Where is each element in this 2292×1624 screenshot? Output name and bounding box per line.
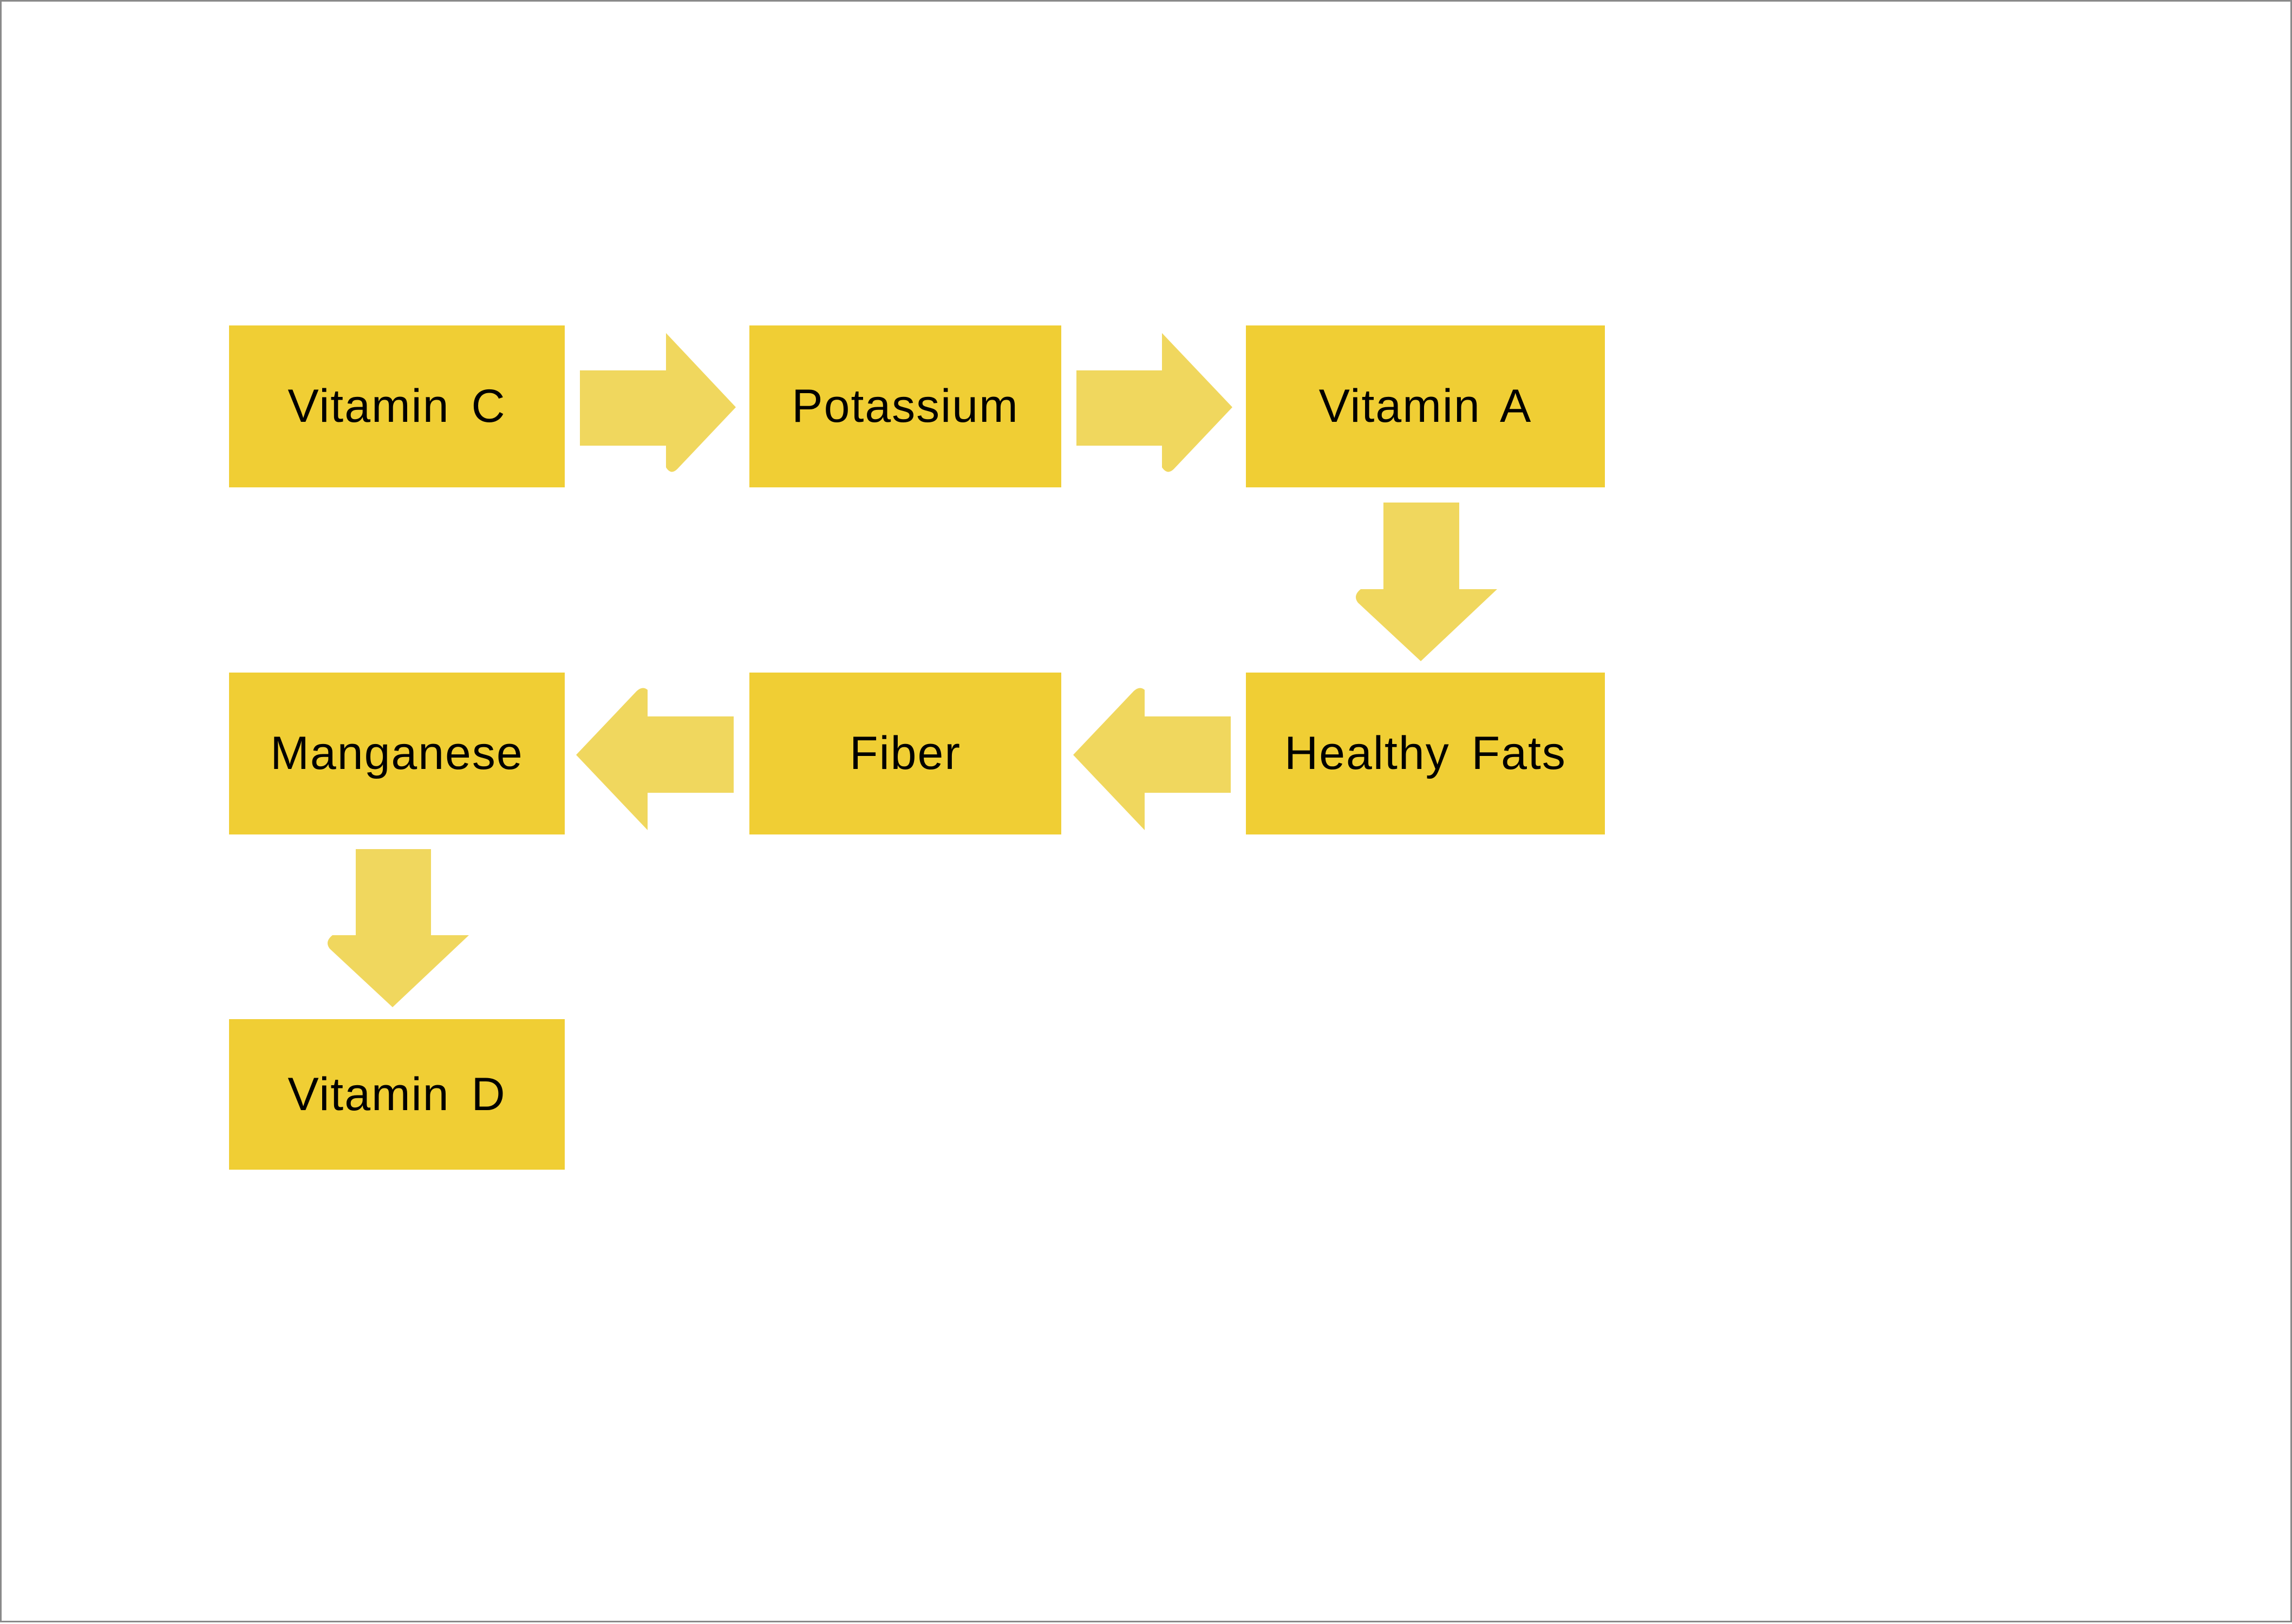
node-manganese: Manganese [229,673,565,834]
node-potassium: Potassium [749,325,1061,487]
node-label: Vitamin D [288,1068,506,1120]
node-healthy-fats: Healthy Fats [1246,673,1605,834]
arrow-left-1 [1073,688,1231,830]
node-vitamin-a: Vitamin A [1246,325,1605,487]
node-vitamin-c: Vitamin C [229,325,565,487]
node-label: Healthy Fats [1284,727,1566,779]
node-fiber: Fiber [749,673,1061,834]
arrow-down-1 [1356,503,1497,661]
node-vitamin-d: Vitamin D [229,1019,565,1170]
arrow-right-1 [580,333,736,472]
node-label: Potassium [792,380,1019,432]
arrow-down-2 [328,849,469,1007]
arrow-right-2 [1076,333,1232,472]
node-label: Fiber [850,727,961,779]
node-label: Vitamin A [1318,380,1532,432]
node-label: Vitamin C [288,380,506,432]
arrow-left-2 [576,688,734,830]
node-label: Manganese [270,727,524,779]
